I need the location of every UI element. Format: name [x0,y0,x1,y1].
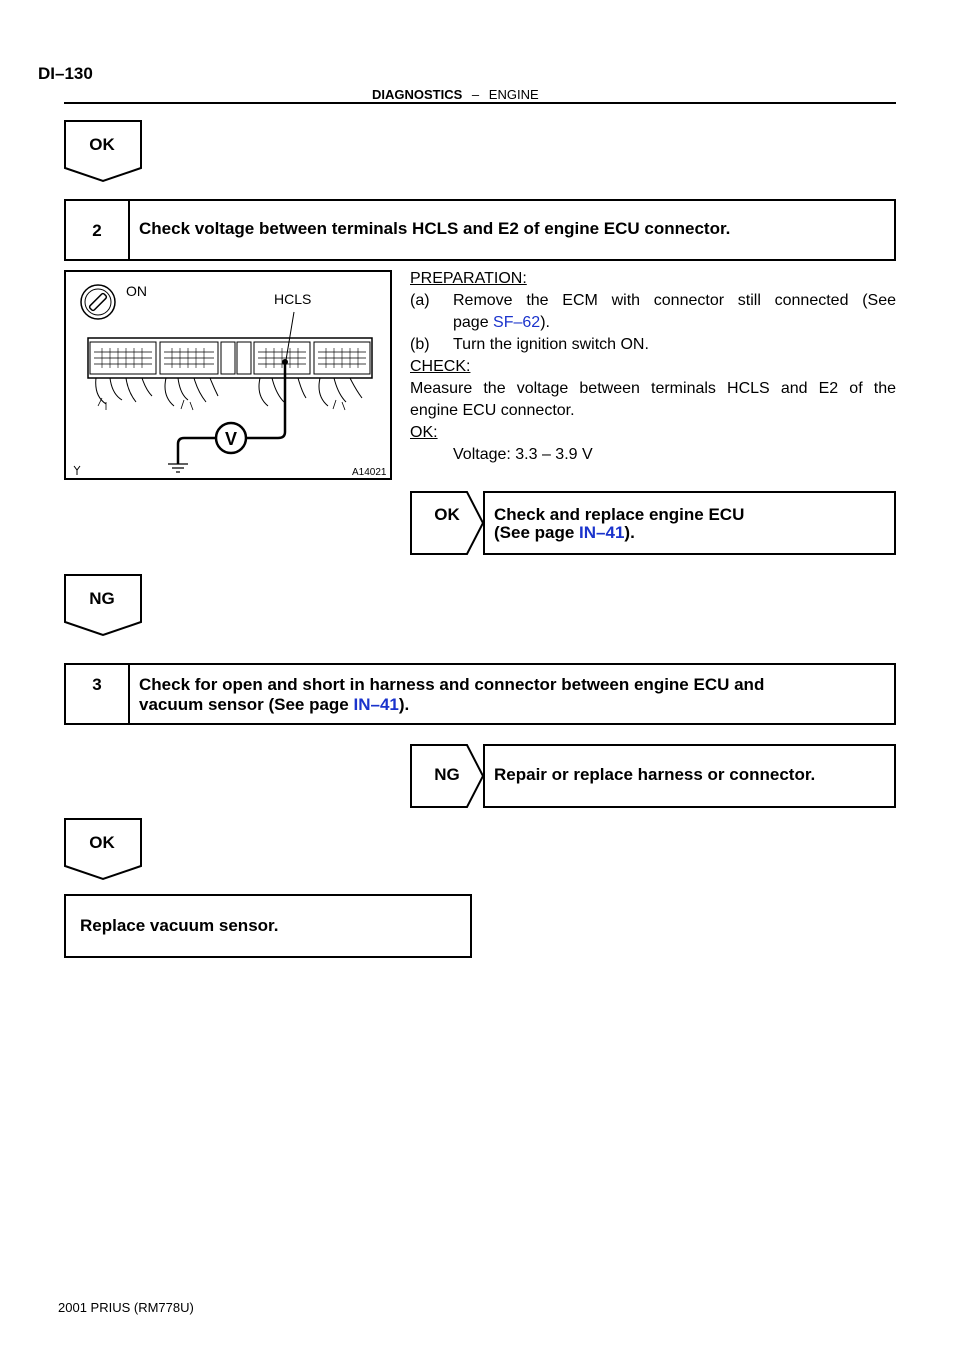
result-ok-step2: OK Check and replace engine ECU (See pag… [410,491,896,555]
result-ng-step3: NG Repair or replace harness or connecto… [410,744,896,808]
page-number: DI–130 [38,64,93,83]
connector-figure: V ON HCLS A14021 [64,270,392,480]
result-ok-line2: (See page IN–41). [494,524,744,542]
header-separator: – [471,87,480,102]
result-ok-line2-suffix: ). [624,523,635,542]
final-action-text: Replace vacuum sensor. [80,916,279,935]
step-2-box: 2 Check voltage between terminals HCLS a… [64,199,896,261]
tag-shape [64,818,142,881]
step-3-title: Check for open and short in harness and … [139,675,884,715]
ok-tag-step3: OK [64,818,142,881]
tag-shape [64,120,142,183]
step-3-box: 3 Check for open and short in harness an… [64,663,896,725]
item-b-marker: (b) [410,336,430,353]
link-in-41-a[interactable]: IN–41 [579,523,625,542]
item-a: (a) Remove the ECM with connector still … [410,290,896,312]
step-2-number: 2 [66,201,130,259]
ng-tag-label: NG [89,589,115,608]
ok-tag-label: OK [89,833,115,852]
header-title: DIAGNOSTICS – ENGINE [372,87,539,102]
ignition-key-icon [80,284,116,320]
item-a-page-prefix: page [453,314,494,331]
result-ok-text: Check and replace engine ECU (See page I… [494,506,744,542]
ok-heading: OK: [410,424,438,441]
result-frame [410,491,896,555]
final-action-box: Replace vacuum sensor. [64,894,472,958]
tag-shape [64,574,142,637]
ecu-connector-block [87,337,373,379]
result-ng-text: Repair or replace harness or connector. [494,765,816,784]
section-name: DIAGNOSTICS [372,87,463,102]
voltmeter-icon: V [214,421,248,455]
check-line-2: engine ECU connector. [410,402,575,419]
ng-tag-step2: NG [64,574,142,637]
antenna-mark-icon [73,465,81,475]
step-2-title: Check voltage between terminals HCLS and… [139,219,731,238]
step-3-line2-prefix: vacuum sensor (See page [139,695,354,714]
item-a-continuation: page SF–62). [410,312,896,334]
footer-model: 2001 PRIUS (RM778U) [58,1300,194,1315]
ok-spec: Voltage: 3.3 – 3.9 V [453,446,593,463]
figure-code: A14021 [352,467,387,478]
step-3-line1: Check for open and short in harness and … [139,675,765,694]
check-heading: CHECK: [410,358,471,375]
item-b: (b) Turn the ignition switch ON. [410,334,896,356]
probe-lead [168,311,295,473]
result-ok-line2-prefix: (See page [494,523,580,542]
link-sf-62[interactable]: SF–62 [493,314,541,331]
result-ng-label: NG [434,765,460,784]
header-rule [64,102,896,104]
step-3-number: 3 [66,665,130,723]
result-ok-label: OK [434,505,460,524]
step-3-line2-suffix: ). [398,695,410,714]
check-line-1: Measure the voltage between terminals HC… [410,380,896,397]
instructions: PREPARATION: (a) Remove the ECM with con… [410,268,896,466]
ecu-connector-illustration: V ON HCLS A14021 [73,283,387,478]
preparation-heading: PREPARATION: [410,270,527,287]
item-a-suffix: ). [540,314,550,331]
link-in-41-b[interactable]: IN–41 [353,695,399,714]
item-a-marker: (a) [410,292,430,309]
ok-tag-label: OK [89,135,115,154]
item-a-text: Remove the ECM with connector still conn… [453,292,896,309]
subsection-name: ENGINE [488,87,539,102]
voltmeter-label: V [225,429,237,449]
label-hcls: HCLS [274,291,311,307]
harness-wires [95,377,363,411]
result-ok-line1: Check and replace engine ECU [494,505,745,524]
ok-tag-step1: OK [64,120,142,183]
label-on: ON [126,283,147,299]
step-3-line2: vacuum sensor (See page IN–41). [139,695,884,715]
item-b-text: Turn the ignition switch ON. [453,336,649,353]
result-frame [410,744,896,808]
